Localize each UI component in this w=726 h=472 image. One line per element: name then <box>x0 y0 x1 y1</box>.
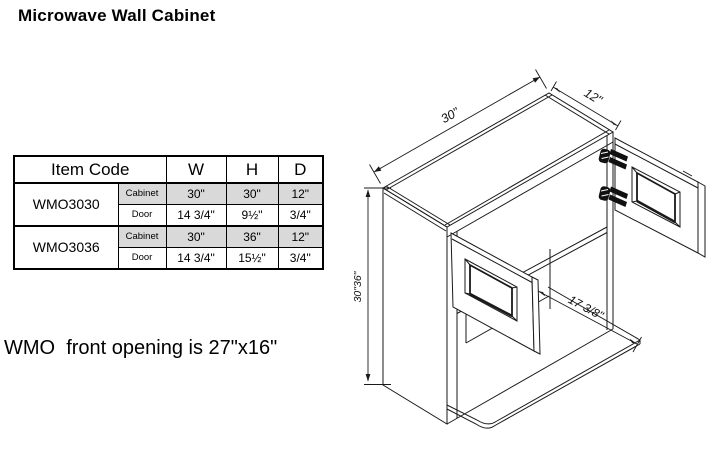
spec-table: Item Code W H D WMO3030 Cabinet 30" 30" … <box>13 155 324 270</box>
width-dimension-label: 30" <box>439 105 462 127</box>
row-label-door: Door <box>117 247 167 270</box>
item-code-cell: WMO3036 <box>13 225 119 270</box>
open-right-door <box>614 137 706 258</box>
row-label-cabinet: Cabinet <box>117 182 167 205</box>
table-row: Door 14 3/4" 15½" 3/4" <box>14 247 324 270</box>
page-title: Microwave Wall Cabinet <box>18 6 216 25</box>
spec-table-wrapper: Item Code W H D WMO3030 Cabinet 30" 30" … <box>13 155 324 270</box>
dimension-width: 30" <box>369 69 547 184</box>
header-height: H <box>225 155 279 184</box>
door-depth-value: 3/4" <box>277 247 324 270</box>
cabinet-height-value: 30" <box>225 182 279 205</box>
table-row: WMO3030 Cabinet 30" 30" 12" <box>13 182 324 227</box>
door-height-value: 9½" <box>225 204 279 227</box>
item-code-cell: WMO3030 <box>13 182 119 227</box>
door-hinges <box>597 148 629 208</box>
cabinet-isometric-diagram: 30" 12" 30"36" 17 3/8" <box>352 69 706 429</box>
cabinet-width-value: 30" <box>165 225 227 248</box>
depth-dimension-label: 12" <box>582 86 605 108</box>
microwave-front-panel <box>450 232 541 355</box>
hinge <box>598 148 628 170</box>
table-header-row: Item Code W H D <box>13 155 324 184</box>
row-label-door: Door <box>117 204 167 227</box>
front-opening-note: WMO front opening is 27"x16" <box>4 337 278 359</box>
header-item-code: Item Code <box>13 155 167 184</box>
dimension-depth: 12" <box>550 81 622 131</box>
row-label-cabinet: Cabinet <box>117 225 167 248</box>
height-dimension-label: 30"36" <box>352 270 364 302</box>
cabinet-depth-value: 12" <box>277 225 324 248</box>
cabinet-depth-value: 12" <box>277 182 324 205</box>
header-depth: D <box>277 155 324 184</box>
door-width-value: 14 3/4" <box>165 204 227 227</box>
bottom-shelf-board <box>446 286 641 429</box>
cabinet-width-value: 30" <box>165 182 227 205</box>
cabinet-height-value: 36" <box>225 225 279 248</box>
dimension-height: 30"36" <box>352 187 391 385</box>
cabinet-carcass <box>382 92 614 425</box>
shelf-depth-dimension-label: 17 3/8" <box>566 292 606 323</box>
door-depth-value: 3/4" <box>277 204 324 227</box>
door-width-value: 14 3/4" <box>165 247 227 270</box>
table-row: WMO3036 Cabinet 30" 36" 12" <box>13 225 324 270</box>
header-width: W <box>165 155 227 184</box>
door-height-value: 15½" <box>225 247 279 270</box>
